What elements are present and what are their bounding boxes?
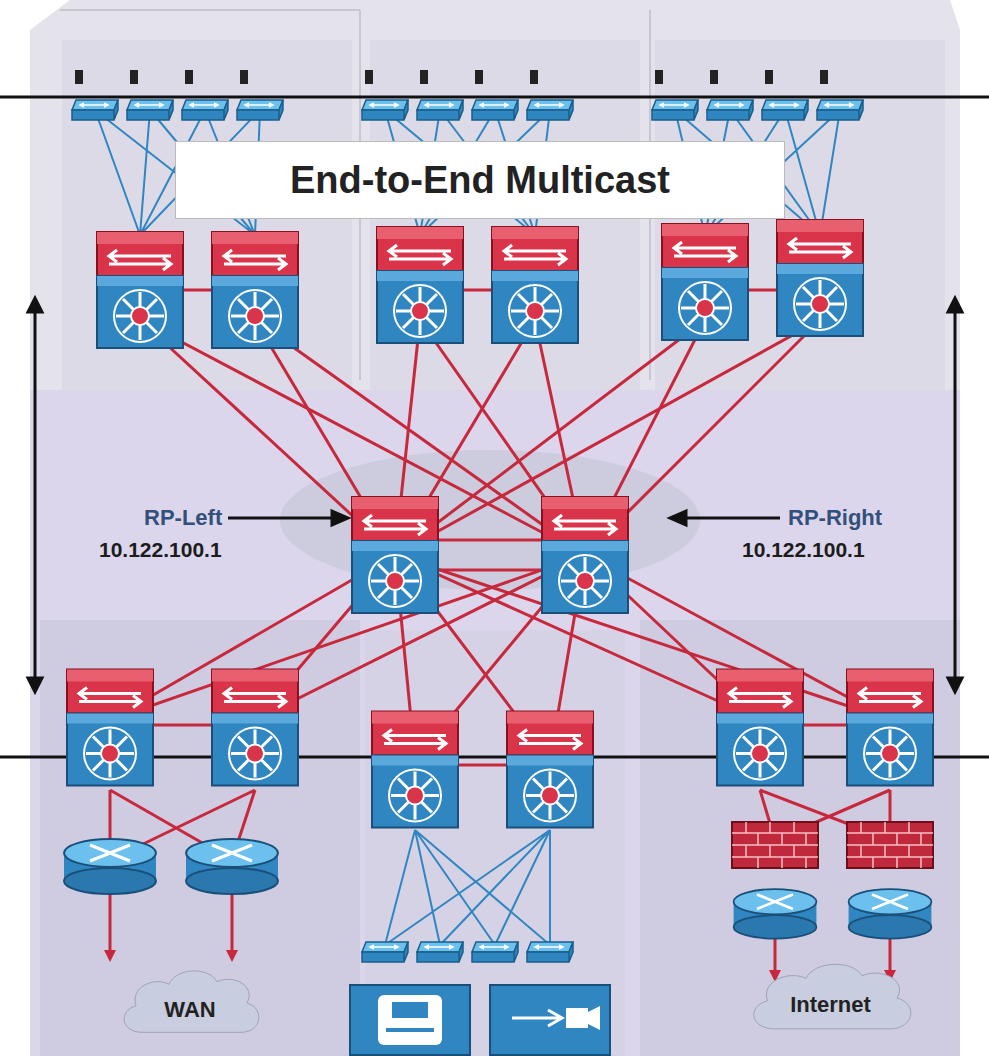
rp-address: 10.122.100.1	[742, 538, 865, 562]
banner-box: End-to-End Multicast	[175, 141, 785, 219]
rp-name: RP-Left	[144, 505, 222, 531]
cloud-label: Internet	[790, 978, 871, 1018]
rp-address: 10.122.100.1	[99, 538, 222, 562]
internet-cloud: Internet	[743, 956, 918, 1040]
banner-title: End-to-End Multicast	[290, 159, 670, 202]
wan-cloud: WAN	[115, 963, 265, 1043]
rp-name: RP-Right	[788, 505, 882, 531]
cloud-label: WAN	[164, 983, 215, 1023]
